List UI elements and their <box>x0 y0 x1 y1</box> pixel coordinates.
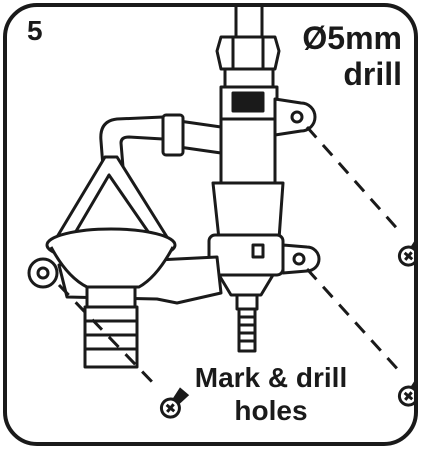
valve-body <box>219 117 277 187</box>
screw-icon <box>397 375 414 407</box>
lower-housing <box>207 233 285 277</box>
upper-guide-line <box>305 126 403 234</box>
mark-holes-label: Mark & drill holes <box>183 361 359 427</box>
step-number: 5 <box>27 15 43 46</box>
screw-icon <box>397 235 414 267</box>
screw-icon <box>159 387 190 419</box>
supply-pipe <box>234 7 264 39</box>
compression-nut <box>215 35 281 71</box>
drill-size-line2: drill <box>343 55 402 92</box>
mark-line1: Mark & drill <box>194 362 348 393</box>
drill-size-label: Ø5mm drill <box>302 20 402 93</box>
trap-assembly-illustration <box>27 7 414 419</box>
drill-size-line1: Ø5mm <box>302 20 402 56</box>
lower-guide-line <box>305 267 403 375</box>
mark-line2: holes <box>234 395 308 427</box>
instruction-panel: 5 Ø5mm drill Mark & drill holes <box>3 3 418 446</box>
